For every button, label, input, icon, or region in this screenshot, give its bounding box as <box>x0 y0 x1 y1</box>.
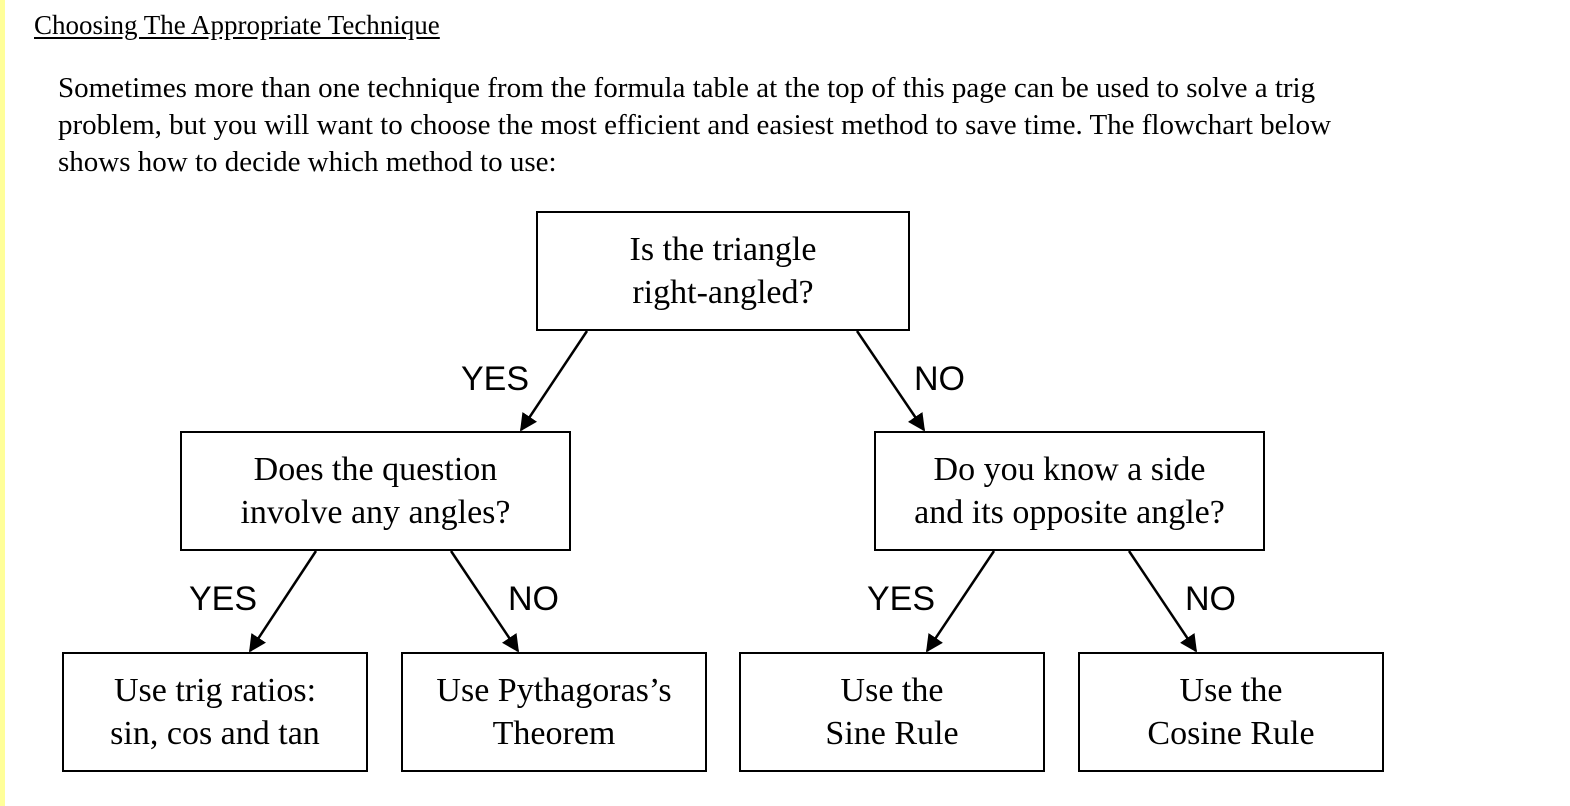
edge-label-yes: YES <box>461 360 530 398</box>
box-text-line: Is the triangle <box>629 231 817 268</box>
intro-line: problem, but you will want to choose the… <box>58 109 1332 141</box>
section-heading: Choosing The Appropriate Technique <box>34 10 440 40</box>
trig-ratios-box: Use trig ratios: sin, cos and tan <box>62 652 368 772</box>
box-text-line: involve any angles? <box>240 494 511 531</box>
box-text-line: and its opposite angle? <box>914 494 1225 531</box>
intro-line: Sometimes more than one technique from t… <box>58 72 1316 104</box>
box-text-line: Does the question <box>253 451 498 488</box>
box-text-line: Use Pythagoras’s <box>436 672 672 709</box>
arrow-left-yes <box>248 550 318 653</box>
sine-rule-box: Use the Sine Rule <box>739 652 1045 772</box>
edge-label-no: NO <box>508 580 559 618</box>
left-margin-bar <box>0 0 5 806</box>
box-text-line: Use the <box>840 672 944 709</box>
right-question-box: Do you know a side and its opposite angl… <box>874 431 1265 551</box>
root-question-box: Is the triangle right-angled? <box>536 211 910 331</box>
arrow-root-yes <box>519 330 589 432</box>
box-text-line: Use the <box>1179 672 1283 709</box>
edge-label-no: NO <box>914 360 965 398</box>
arrow-left-no <box>449 550 520 653</box>
arrow-right-no <box>1127 550 1198 653</box>
box-text-line: Cosine Rule <box>1147 715 1315 752</box>
cosine-rule-box: Use the Cosine Rule <box>1078 652 1384 772</box>
edge-label-yes: YES <box>189 580 258 618</box>
intro-paragraph: Sometimes more than one technique from t… <box>58 70 1498 181</box>
box-text-line: Theorem <box>492 715 616 752</box>
arrow-right-yes <box>925 550 996 653</box>
box-text-line: sin, cos and tan <box>110 715 320 752</box>
box-text-line: right-angled? <box>632 274 814 311</box>
edge-label-yes: YES <box>867 580 936 618</box>
box-text-line: Do you know a side <box>933 451 1206 488</box>
edge-label-no: NO <box>1185 580 1236 618</box>
box-text-line: Use trig ratios: <box>113 672 317 709</box>
intro-line: shows how to decide which method to use: <box>58 146 557 178</box>
box-text-line: Sine Rule <box>825 715 959 752</box>
arrow-root-no <box>855 330 926 432</box>
pythagoras-box: Use Pythagoras’s Theorem <box>401 652 707 772</box>
left-question-box: Does the question involve any angles? <box>180 431 571 551</box>
